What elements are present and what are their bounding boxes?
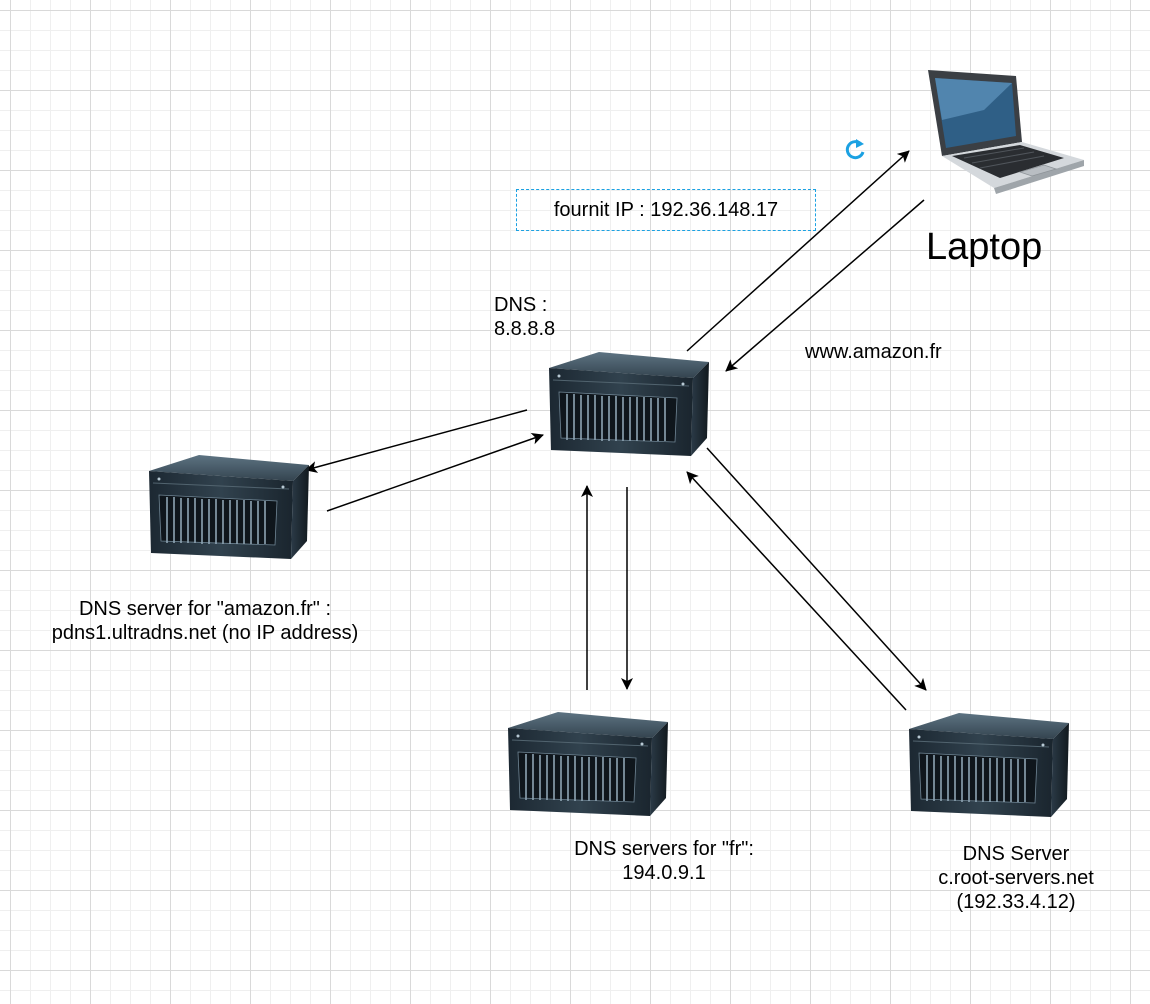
- laptop-icon: [928, 70, 1084, 194]
- arrow-laptop-to-dns: [725, 199, 925, 372]
- arrow-dns-to-laptop: [686, 150, 910, 352]
- server-icon: [148, 454, 310, 560]
- amazon-dns-title: DNS server for "amazon.fr" :: [78, 598, 332, 620]
- arrow-dns-to-root-server: [706, 447, 927, 691]
- fr-dns-label: DNS servers for "fr": 194.0.9.1: [544, 837, 784, 885]
- fr-dns-title: DNS servers for "fr":: [574, 838, 754, 860]
- server-icon: [548, 351, 710, 457]
- query-label: www.amazon.fr: [805, 341, 942, 363]
- amazon-dns-label: DNS server for "amazon.fr" : pdns1.ultra…: [10, 597, 400, 645]
- root-dns-label: DNS Server c.root-servers.net (192.33.4.…: [916, 842, 1116, 914]
- ip-response-text: fournit IP : 192.36.148.17: [553, 199, 779, 221]
- amazon-dns-host: pdns1.ultradns.net (no IP address): [51, 622, 359, 644]
- fr-dns-ip: 194.0.9.1: [622, 862, 706, 884]
- root-dns-title: DNS Server: [962, 843, 1070, 865]
- server-icon: [507, 711, 669, 817]
- arrow-root-server-to-dns: [686, 471, 907, 711]
- dns-main-ip: 8.8.8.8: [494, 318, 556, 340]
- refresh-icon[interactable]: [842, 136, 868, 162]
- root-dns-ip: (192.33.4.12): [956, 891, 1076, 913]
- dns-main-title: DNS :: [494, 294, 548, 316]
- server-icon: [908, 712, 1070, 818]
- laptop-label: Laptop: [926, 226, 1043, 268]
- dns-main-label: DNS : 8.8.8.8: [494, 293, 555, 341]
- arrow-amazon-server-to-dns: [326, 432, 544, 512]
- root-dns-host: c.root-servers.net: [938, 867, 1094, 889]
- ip-response-label: fournit IP : 192.36.148.17: [516, 189, 816, 231]
- arrow-dns-to-amazon-server: [305, 409, 528, 473]
